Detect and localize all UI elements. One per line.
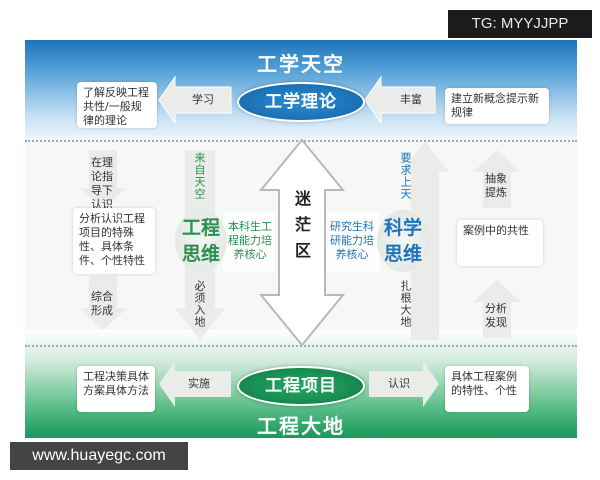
theory-oval: 工学理论 [237,82,365,122]
left-core-band [223,212,275,272]
enrich-arrow [364,75,436,125]
confusion-zone-label: 迷茫区 [292,190,311,268]
left-col1-text-3: 综合形成 [91,290,113,317]
left-col1-text-1: 在理论指导下认识 [91,156,113,211]
implement-label: 实施 [188,377,210,390]
left-project-box: 工程决策具体方案具体方法 [77,366,155,412]
right-col1-text-1: 抽象提炼 [485,172,507,199]
implement-arrow [159,361,231,407]
left-down-arrow-1 [79,150,127,208]
sky-title: 工学天空 [257,52,345,76]
scientific-thinking-circle: 科学思维 [377,210,429,272]
left-col2-bottom-text: 必须入地 [193,280,206,328]
right-core-band-text: 研究生科研能力培养核心 [330,220,374,261]
left-col1-text-2: 分析认识工程项目的特殊性、具体条件、个性特性 [73,208,155,274]
recognize-arrow [369,361,439,407]
right-up-arrow-2 [473,280,521,338]
recognize-label: 认识 [388,377,410,390]
right-col1-text-3: 分析发现 [485,302,507,329]
left-core-band-text: 本科生工程能力培养核心 [228,220,272,261]
project-oval: 工程项目 [237,366,365,406]
right-project-box: 具体工程案例的特性、个性 [445,366,529,412]
watermark-bottom-left: www.huayegc.com [10,442,188,470]
enrich-label: 丰富 [400,93,422,106]
right-col1-text-2: 案例中的共性 [457,220,543,266]
confusion-double-arrow [258,138,346,347]
ground-title: 工程大地 [257,414,345,438]
learn-label: 学习 [192,93,214,106]
watermark-top-right: TG: MYYJJPP [448,10,592,38]
engineering-thinking-circle: 工程思维 [175,210,227,272]
left-col2-top-text: 来自天空 [193,152,206,200]
learn-arrow [158,75,232,125]
right-core-band [327,212,379,272]
right-col2-bottom-text: 扎根大地 [399,280,412,328]
diagram-frame: 工学天空 工学理论 了解反映工程共性/一般规律的理论 建立新概念提示新规律 学习… [25,40,577,438]
bottom-dotted-divider [25,345,577,347]
left-down-arrow-2 [79,276,127,330]
right-theory-box: 建立新概念提示新规律 [445,88,549,124]
right-col2-top-text: 要求上天 [399,152,412,200]
right-up-arrow-1 [473,150,521,208]
left-theory-box: 了解反映工程共性/一般规律的理论 [77,82,157,128]
